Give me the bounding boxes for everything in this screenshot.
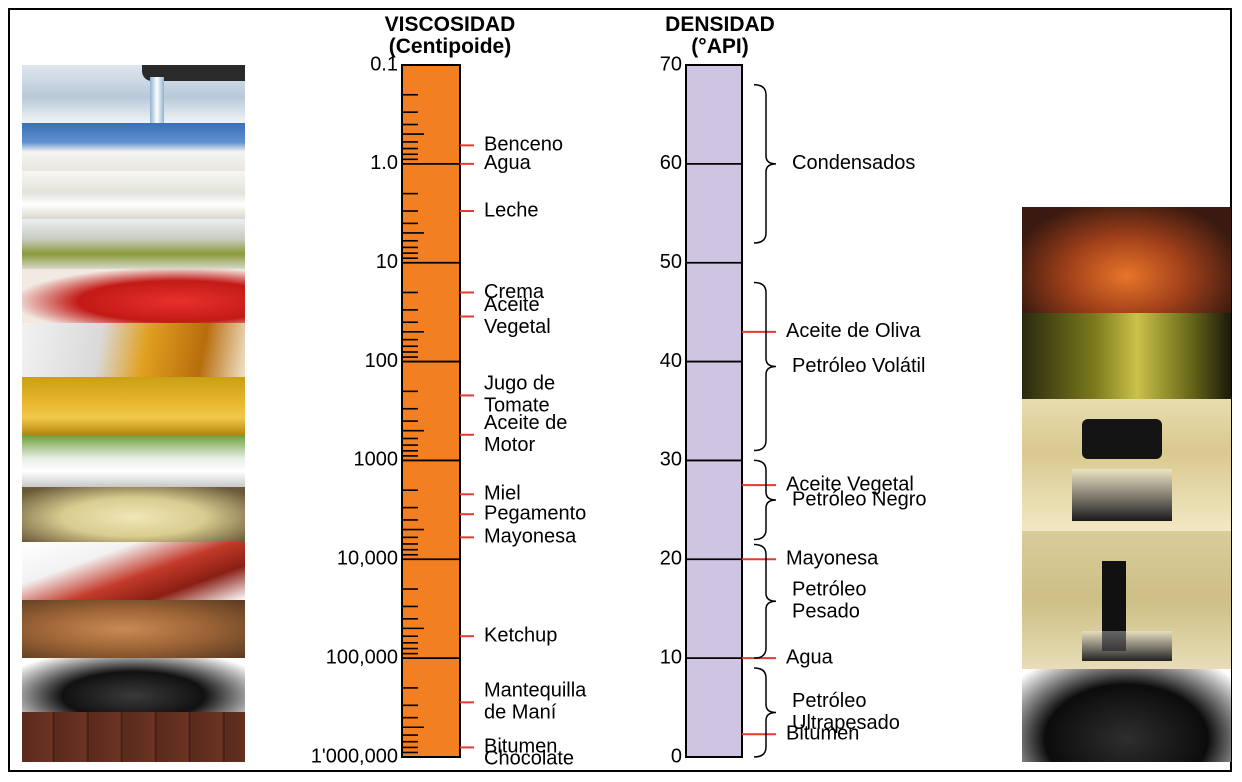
density-group-label: Petróleo Negro: [792, 488, 927, 510]
viscosity-item-label: Ketchup: [484, 624, 557, 646]
density-marker-label: Mayonesa: [786, 548, 879, 570]
viscosity-tick-label: 100: [365, 350, 398, 372]
density-tick-label: 50: [660, 251, 682, 273]
viscosity-item-label: Crema: [484, 281, 545, 303]
photo-tomato-juice: [22, 269, 245, 323]
viscosity-tick-label: 100,000: [326, 646, 398, 668]
photo-water-tap: [22, 65, 245, 123]
density-tick-label: 30: [660, 449, 682, 471]
density-group-label: Ultrapesado: [792, 712, 900, 734]
photo-heavy-oil-beaker: [1022, 531, 1231, 669]
photo-olive-oil-pour: [1022, 313, 1231, 399]
viscosity-tick-label: 0.1: [370, 53, 398, 75]
photo-black-oil-beaker: [1022, 399, 1231, 531]
photo-milk: [22, 123, 245, 171]
density-group-label: Petróleo: [792, 579, 867, 601]
viscosity-title-line2: (Centipoide): [388, 35, 512, 58]
density-tick-label: 70: [660, 53, 682, 75]
density-tick-label: 10: [660, 646, 682, 668]
viscosity-item-label: Aceite: [484, 294, 540, 316]
density-tick-label: 40: [660, 350, 682, 372]
density-title-line2: (°API): [691, 35, 749, 58]
photo-honey: [22, 377, 245, 435]
figure-frame: [8, 8, 1232, 772]
viscosity-bar: [401, 64, 461, 758]
viscosity-item-label: Miel: [484, 483, 521, 505]
viscosity-item-label: Bitumen: [484, 736, 557, 758]
photo-bitumen: [22, 658, 245, 712]
density-group-label: Petróleo Volátil: [792, 355, 925, 377]
viscosity-item-label: de Maní: [484, 702, 557, 724]
photo-extra-heavy-oil: [1022, 669, 1231, 762]
density-group-brace: [753, 667, 777, 758]
density-bar: [685, 64, 743, 758]
density-tick-label: 0: [671, 745, 682, 767]
viscosity-item-label: Vegetal: [484, 316, 551, 338]
density-tick-label: 60: [660, 152, 682, 174]
photo-motor-oil: [22, 323, 245, 377]
photo-chocolate: [22, 712, 245, 762]
photo-peanut-butter: [22, 600, 245, 658]
density-group-brace: [753, 281, 777, 452]
density-tick-label: 20: [660, 548, 682, 570]
density-marker-label: Aceite de Oliva: [786, 320, 921, 342]
photo-olive-oil-flask: [1022, 207, 1231, 313]
photo-cream: [22, 171, 245, 219]
photo-glue: [22, 435, 245, 487]
viscosity-tick-label: 10,000: [337, 548, 398, 570]
viscosity-item-label: Agua: [484, 152, 532, 174]
photo-vegetable-oil: [22, 219, 245, 269]
viscosity-item-label: Mantequilla: [484, 680, 587, 702]
density-group-brace: [753, 84, 777, 244]
viscosity-item-label: Aceite de: [484, 412, 567, 434]
photo-mayonnaise: [22, 487, 245, 542]
viscosity-tick-label: 1.0: [370, 152, 398, 174]
density-group-brace: [753, 543, 777, 659]
density-title: DENSIDAD (°API): [620, 14, 820, 58]
viscosity-item-label: Jugo de: [484, 373, 555, 395]
viscosity-item-label: Chocolate: [484, 747, 574, 769]
density-marker-label: Agua: [786, 646, 834, 668]
density-group-label: Condensados: [792, 152, 915, 174]
viscosity-title-line1: VISCOSIDAD: [384, 13, 516, 36]
density-marker-label: Aceite Vegetal: [786, 473, 914, 495]
density-group-brace: [753, 459, 777, 541]
viscosity-tick-label: 1000: [354, 449, 399, 471]
density-group-label: Petróleo: [792, 690, 867, 712]
viscosity-item-label: Mayonesa: [484, 526, 577, 548]
viscosity-item-label: Pegamento: [484, 502, 586, 524]
viscosity-item-label: Tomate: [484, 395, 550, 417]
viscosity-item-label: Motor: [484, 434, 535, 456]
viscosity-title: VISCOSIDAD (Centipoide): [330, 14, 570, 58]
viscosity-tick-label: 1'000,000: [311, 745, 398, 767]
viscosity-item-label: Benceno: [484, 134, 563, 156]
viscosity-item-label: Leche: [484, 199, 539, 221]
density-group-label: Pesado: [792, 601, 860, 623]
density-marker-label: Bitumen: [786, 723, 859, 745]
photo-ketchup: [22, 542, 245, 600]
viscosity-tick-label: 10: [376, 251, 398, 273]
density-title-line1: DENSIDAD: [665, 13, 775, 36]
